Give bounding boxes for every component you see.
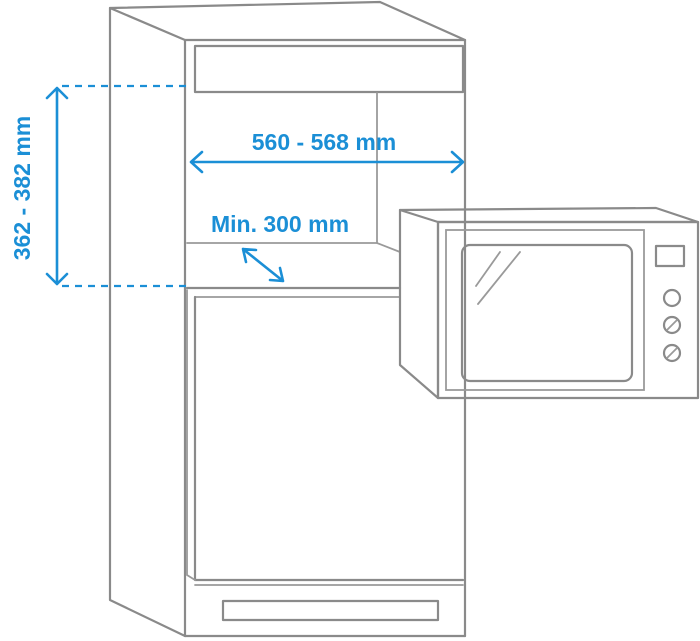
microwave-door-frame (445, 229, 645, 391)
cabinet-icon (108, 0, 467, 638)
cabinet-lower-door (193, 295, 465, 582)
width-label: 560 - 568 mm (252, 129, 396, 155)
depth-arrow (241, 247, 285, 283)
width-arrow (189, 150, 465, 174)
cabinet-door-inner-edge (186, 289, 196, 581)
cabinet-drawer-handle (221, 599, 440, 622)
height-dimension: 362 - 382 mm (9, 84, 187, 288)
window-reflection (475, 251, 521, 305)
knob-icon (662, 288, 682, 363)
microwave-icon (398, 206, 700, 400)
width-dimension: 560 - 568 mm (189, 129, 465, 174)
microwave-display (654, 244, 686, 268)
height-label: 362 - 382 mm (9, 116, 35, 260)
cabinet-top-shelf (193, 44, 465, 94)
microwave-front (436, 220, 700, 400)
microwave-window (460, 243, 634, 383)
microwave-top (398, 206, 700, 224)
depth-dimension: Min. 300 mm (211, 211, 349, 283)
depth-label: Min. 300 mm (211, 211, 349, 237)
microwave-side (398, 208, 440, 400)
cabinet-top (108, 0, 467, 42)
cabinet-side-panel (108, 6, 187, 638)
height-arrow (45, 86, 69, 286)
niche-floor-back (186, 242, 401, 253)
